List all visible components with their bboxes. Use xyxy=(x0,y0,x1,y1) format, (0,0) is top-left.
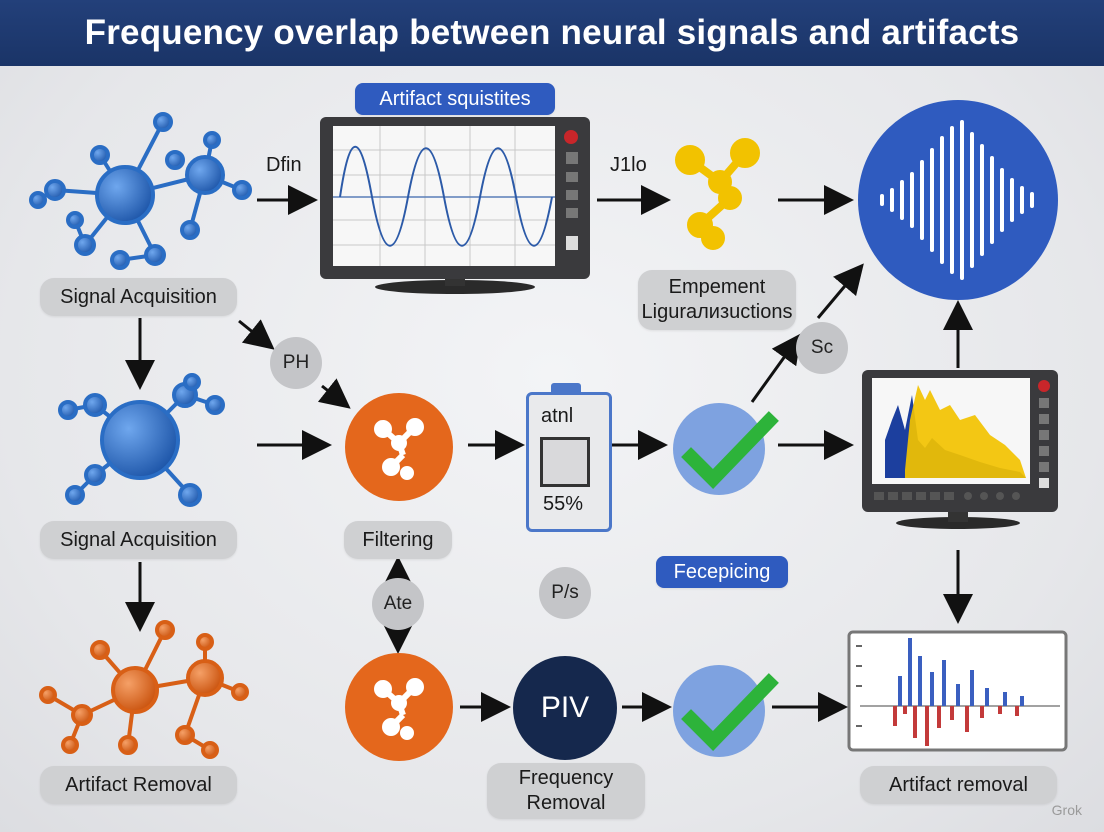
check-node-1 xyxy=(673,403,779,495)
dfin-label: Dfin xyxy=(266,154,302,176)
artifact-removal-label-left: Artifact Removal xyxy=(40,766,237,804)
oscilloscope-monitor-icon xyxy=(320,117,590,294)
frequency-node xyxy=(345,653,453,761)
watermark: Grok xyxy=(1051,802,1082,818)
artifact-bar-chart-icon xyxy=(847,630,1068,752)
spectrum-monitor-icon xyxy=(862,370,1058,529)
piv-node: PIV xyxy=(513,656,617,760)
molecule-glyph-icon xyxy=(374,418,424,480)
signal-acquisition-label-1: Signal Acquisition xyxy=(40,278,237,316)
yellow-molecule-icon xyxy=(675,138,760,250)
signal-acquisition-label-2: Signal Acquisition xyxy=(40,521,237,559)
check-node-2 xyxy=(673,665,779,757)
frequency-removal-label: Frequency Removal xyxy=(487,763,645,819)
sc-badge: Sc xyxy=(796,322,848,374)
ate-badge: Ate xyxy=(372,578,424,630)
filtering-label: Filtering xyxy=(344,521,452,559)
molecule-glyph-icon xyxy=(374,678,424,740)
page-title: Frequency overlap between neural signals… xyxy=(0,0,1104,66)
battery-top-label: atnl xyxy=(541,405,574,427)
artifact-removal-label-right: Artifact removal xyxy=(860,766,1057,804)
ph-badge: PH xyxy=(270,337,322,389)
molecule-icon-artifact xyxy=(39,620,249,759)
molecule-icon-signal-2 xyxy=(58,373,225,507)
artifact-squistites-label: Artifact squistites xyxy=(355,83,555,115)
molecule-icon-signal-1 xyxy=(29,112,252,270)
filtering-node xyxy=(345,393,453,501)
battery-cap xyxy=(551,383,581,392)
battery-value: 55% xyxy=(543,493,584,515)
ps-badge: P/s xyxy=(539,567,591,619)
empement-label: Empement Ligurализuctions xyxy=(638,270,796,330)
j1lo-label: J1lo xyxy=(610,154,647,176)
battery-square xyxy=(540,437,590,487)
checkmark-icon xyxy=(681,673,779,751)
sound-wave-node xyxy=(858,100,1058,300)
checkmark-icon xyxy=(681,411,779,489)
sound-wave-icon xyxy=(880,120,1034,280)
fecepicing-label: Fecepicing xyxy=(656,556,788,588)
